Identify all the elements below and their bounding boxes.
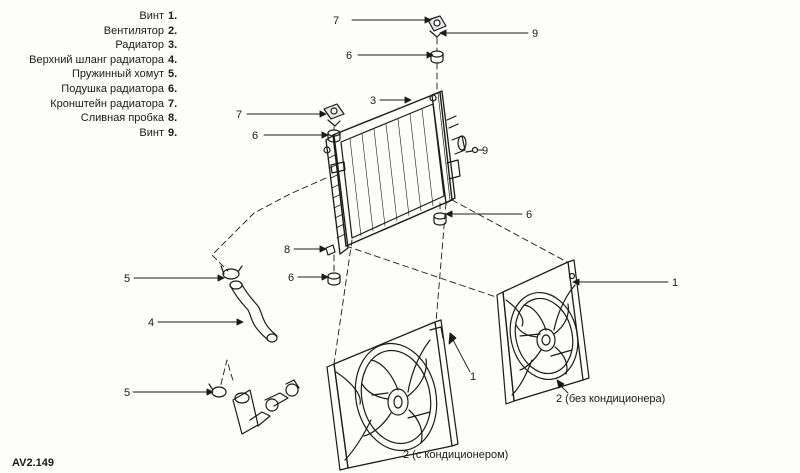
callout-4: 4 — [148, 317, 154, 329]
radiator — [323, 90, 467, 255]
fan-without-ac — [496, 259, 590, 405]
legend-number: 1. — [168, 10, 178, 22]
cushion-top-right — [430, 50, 444, 64]
legend-item: Подушка радиатора 6. — [8, 83, 186, 98]
legend-label: Верхний шланг радиатора — [29, 53, 164, 66]
legend-label: Подушка радиатора — [61, 82, 164, 95]
callout-9-mid: 9 — [482, 145, 488, 157]
legend-item: Вентилятор 2. — [8, 25, 186, 40]
legend-label: Пружинный хомут — [71, 68, 164, 81]
legend-label: Кронштейн радиатора — [50, 97, 164, 110]
legend-item: Пружинный хомут 5. — [8, 68, 186, 83]
fan-with-ac — [326, 319, 459, 471]
callout-5-upper: 5 — [124, 273, 130, 285]
legend-number: 2. — [168, 24, 178, 37]
figure-code: AV2.149 — [12, 457, 54, 469]
callout-7-top: 7 — [333, 15, 339, 27]
spring-clamp-lower — [208, 383, 227, 398]
callout-fan-ac: 2 (с кондиционером) — [403, 449, 508, 461]
spring-clamp-upper — [220, 265, 243, 280]
legend-number: 7. — [168, 97, 178, 110]
callout-5-lower: 5 — [124, 387, 130, 399]
callout-leaders — [132, 16, 669, 396]
legend-number: 4. — [168, 53, 178, 66]
legend-item: Винт 9. — [8, 127, 186, 142]
drain-plug — [325, 244, 336, 256]
callout-6-left: 6 — [252, 130, 258, 142]
callout-6-top: 6 — [346, 50, 352, 62]
legend-item: Кронштейн радиатора 7. — [8, 98, 186, 113]
legend-number: 9. — [168, 126, 178, 139]
parts-legend: Винт 1. Вентилятор 2. Радиатор 3. Верхний шлан… — [8, 10, 186, 141]
legend-label: Винт — [139, 126, 164, 139]
cushion-bottom-right — [433, 212, 447, 226]
legend-number: 6. — [168, 82, 178, 95]
legend-number: 3. — [168, 39, 178, 52]
screw-mid-right — [465, 146, 479, 154]
assembly-lines — [211, 37, 568, 389]
legend-label: Радиатор — [115, 39, 164, 52]
callout-6-right: 6 — [526, 209, 532, 221]
upper-radiator-hose — [229, 280, 278, 343]
legend-item: Винт 1. — [8, 10, 186, 25]
legend-item: Верхний шланг радиатора 4. — [8, 54, 186, 69]
cushion-bottom-left — [327, 272, 341, 286]
legend-number: 5. — [168, 68, 178, 81]
callout-fan-no-ac: 2 (без кондиционера) — [556, 393, 665, 405]
callout-8: 8 — [284, 244, 290, 256]
lower-hose-fitting — [232, 379, 300, 435]
legend-number: 8. — [168, 112, 178, 125]
legend-label: Винт — [139, 10, 164, 22]
callout-9-top: 9 — [532, 28, 538, 40]
callout-1-mid: 1 — [470, 371, 476, 383]
legend-item: Сливная пробка 8. — [8, 112, 186, 127]
legend-label: Вентилятор — [103, 24, 164, 37]
legend-label: Сливная пробка — [80, 112, 164, 125]
bracket-top-right — [427, 15, 447, 38]
callout-7-left: 7 — [236, 109, 242, 121]
callout-1-right: 1 — [672, 277, 678, 289]
legend-item: Радиатор 3. — [8, 39, 186, 54]
bracket-top-left — [323, 103, 345, 127]
callout-3: 3 — [370, 95, 376, 107]
callout-6-bottom: 6 — [288, 272, 294, 284]
